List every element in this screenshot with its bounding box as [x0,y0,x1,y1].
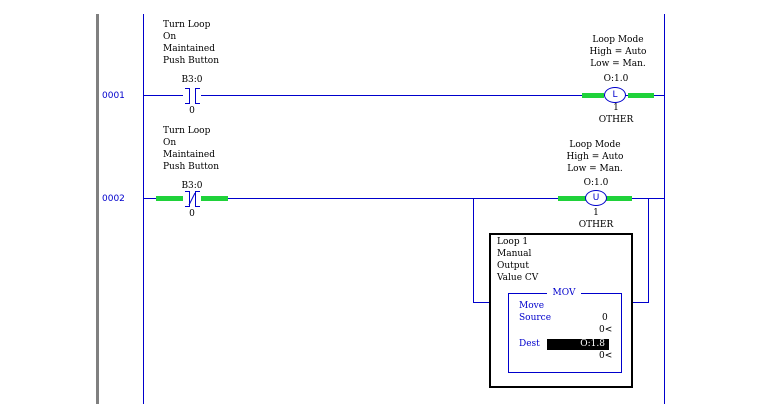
right-power-rail [664,14,665,404]
mov-source-readout: 0< [599,325,613,335]
rung-0002-contact-energized-left [156,196,184,201]
mov-dest-readout: 0< [599,351,613,361]
contact-left-bracket [185,88,190,104]
rung-0001-coil-description: Loop Mode High = Auto Low = Man. [589,35,647,69]
mov-instruction-frame[interactable]: Loop 1 Manual Output Value CV MOV Move S… [489,233,633,388]
mov-source-value[interactable]: 0 [602,313,608,323]
rung-0001-coil-bit: 1 [613,103,619,113]
rung-0002-coil-description: Loop Mode High = Auto Low = Man. [566,140,624,174]
mov-title: MOV [547,288,581,299]
left-panel-border [96,14,99,404]
rung-0002-wire [143,198,664,199]
rung-0002-contact-address: B3:0 [181,181,203,191]
contact-right-bracket [195,191,200,207]
rung-0001-coil-address: O:1.0 [603,74,629,84]
rung-0002-xic-contact[interactable] [183,191,201,207]
mov-dest-label: Dest [519,339,540,349]
rung-0002-coil-energized-right [606,196,632,201]
rung-0001-contact-description: Turn Loop On Maintained Push Button [163,20,219,66]
rung-0002-coil-module: OTHER [578,220,614,230]
rung-0001-wire [143,95,664,96]
rung-0002-contact-bit: 0 [189,209,195,219]
mov-dest-value[interactable]: O:1.8 [547,339,609,350]
rung-0001-xic-contact[interactable] [183,88,201,104]
rung-0002-contact-energized-right [200,196,228,201]
rung-0001-coil-module: OTHER [598,115,634,125]
rung-number-0002[interactable]: 0002 [102,194,125,204]
rung-number-0001[interactable]: 0001 [102,91,125,101]
mov-source-label: Source [519,313,552,323]
branch-left-vertical [473,198,474,302]
branch-right-vertical [648,198,649,302]
rung-0002-coil-energized-left [558,196,586,201]
branch-right-stub [620,302,649,303]
contact-closed-slash-icon [188,192,196,206]
mov-subtitle: Move [519,301,545,311]
rung-0001-coil-energized-right [628,93,654,98]
rung-0002-otu-coil[interactable]: U [585,190,607,206]
rung-0001-coil-energized-left [582,93,604,98]
rung-0002-coil-address: O:1.0 [583,178,609,188]
rung-0001-contact-address: B3:0 [181,75,203,85]
left-power-rail [143,14,144,404]
contact-left-bracket [185,191,190,207]
mov-description: Loop 1 Manual Output Value CV [497,237,539,283]
rung-0001-contact-bit: 0 [189,106,195,116]
rung-0001-otl-coil[interactable]: L [604,87,626,103]
rung-0002-contact-description: Turn Loop On Maintained Push Button [163,126,219,172]
contact-right-bracket [195,88,200,104]
rung-0002-coil-bit: 1 [593,208,599,218]
mov-instruction-box[interactable]: MOV Move Source 0 0< Dest O:1.8 0< [508,288,622,373]
